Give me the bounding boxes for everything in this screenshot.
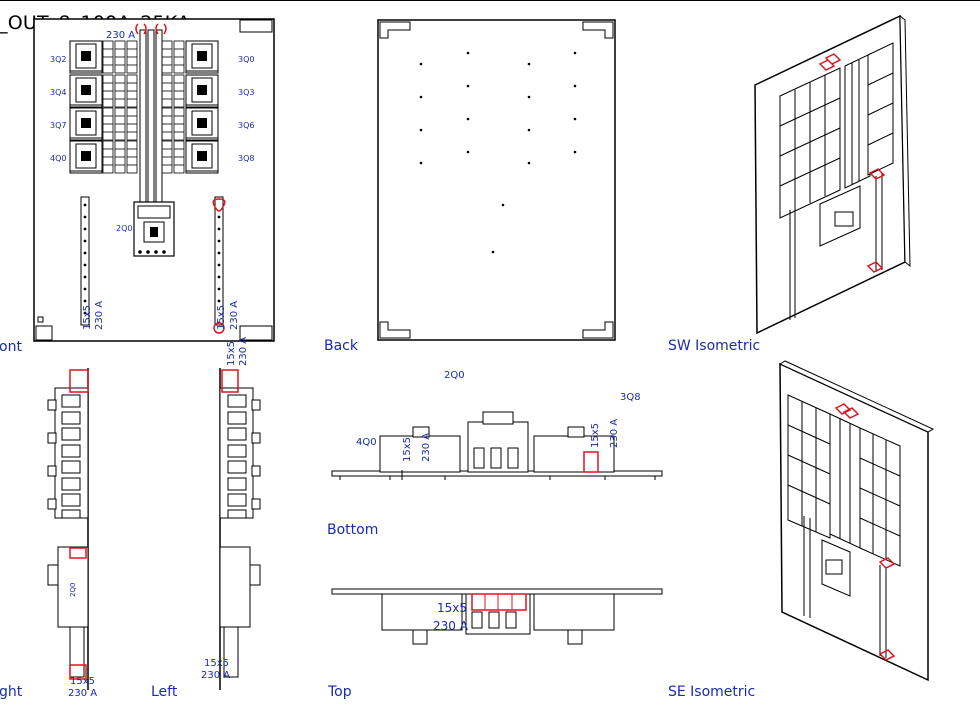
bottom-view — [331, 411, 663, 480]
bottom-bar-rating-left: 230 A — [421, 433, 432, 462]
view-label-back: Back — [324, 338, 358, 354]
bottom-bar-size-right: 15x5 — [590, 423, 601, 448]
bottom-bar-rating-right: 230 A — [609, 419, 620, 448]
view-label-se-isometric: SE Isometric — [668, 684, 756, 700]
tag-3q2: 3Q2 — [50, 55, 66, 64]
bottom-bar-size-left: 15x5 — [402, 437, 413, 462]
right-view — [47, 368, 89, 690]
view-label-top: Top — [328, 684, 352, 700]
tag-3q0: 3Q0 — [238, 55, 254, 64]
bottom-tag-3q8: 3Q8 — [620, 392, 641, 403]
view-label-sw-isometric: SW Isometric — [668, 338, 761, 354]
tag-3q6: 3Q6 — [238, 121, 254, 130]
left-bar-size: 15x5 — [204, 658, 229, 669]
tag-3q7: 3Q7 — [50, 121, 66, 130]
view-label-right: ght — [0, 684, 23, 700]
view-label-front: ont — [0, 339, 22, 355]
right-breaker-tag: 2Q0 — [69, 583, 77, 597]
left-bar-rating: 230 A — [201, 670, 230, 681]
bottom-tag-2q0: 2Q0 — [444, 370, 465, 381]
bar-size-right: 15x5 — [216, 305, 227, 330]
tag-4q0: 4Q0 — [50, 154, 66, 163]
left-bar-size-vert: 15x5 — [226, 341, 237, 366]
sw-isometric-view — [754, 14, 911, 335]
left-view — [219, 368, 261, 690]
top-view — [331, 588, 663, 645]
tag-3q8: 3Q8 — [238, 154, 254, 163]
bar-rating-right: 230 A — [229, 301, 240, 330]
bar-size-left: 15x5 — [82, 305, 93, 330]
tag-2q0: 2Q0 — [116, 224, 132, 233]
view-label-left: Left — [151, 684, 178, 700]
right-bar-rating: 230 A — [68, 688, 97, 699]
bus-rating: 230 A — [106, 30, 135, 41]
left-bar-rating-vert: 230 A — [238, 337, 249, 366]
top-bar-rating: 230 A — [433, 619, 469, 633]
tag-3q4: 3Q4 — [50, 88, 66, 97]
front-view: 3Q2 3Q4 3Q7 4Q0 3Q0 3Q3 3Q6 3Q8 2Q0 230 … — [33, 18, 275, 342]
right-bar-size: 15x5 — [70, 676, 95, 687]
view-label-bottom: Bottom — [327, 522, 379, 538]
tag-3q3: 3Q3 — [238, 88, 254, 97]
bar-rating-left: 230 A — [94, 301, 105, 330]
se-isometric-view — [778, 360, 935, 682]
top-bar-size: 15x5 — [437, 601, 467, 615]
frame-top-line — [0, 0, 980, 1]
bottom-tag-4q0: 4Q0 — [356, 437, 377, 448]
back-view — [377, 19, 616, 341]
